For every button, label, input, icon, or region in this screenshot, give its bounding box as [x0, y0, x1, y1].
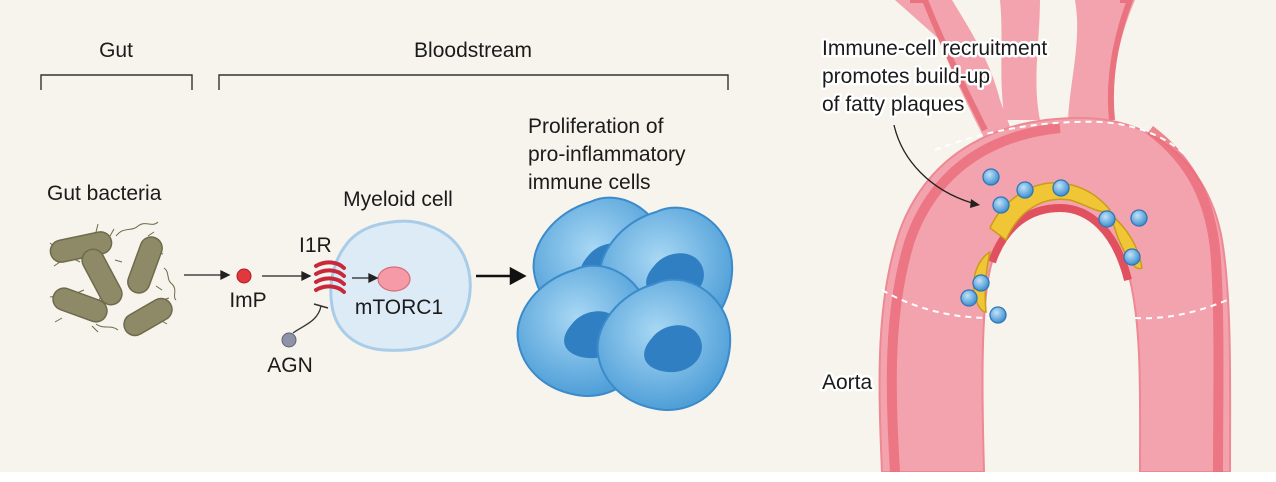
recruitment-label-line1-halo: Immune-cell recruitment	[822, 37, 1047, 60]
agn-inhibition-line	[292, 305, 322, 334]
gut-bacteria-icon	[49, 221, 177, 337]
proliferation-label-line3: immune cells	[528, 171, 651, 194]
recruitment-label-line2-halo: promotes build-up	[822, 65, 990, 88]
recruitment-label: Immune-cell recruitment Immune-cell recr…	[820, 35, 1050, 119]
i1r-label: I1R	[299, 234, 332, 257]
i1r-receptor-icon	[314, 260, 346, 294]
recruitment-label-line1: Immune-cell recruitment	[822, 37, 1047, 60]
plaque-pointer-arrow	[893, 124, 973, 204]
proliferation-label-line1: Proliferation of	[528, 115, 664, 138]
agn-inhibition-bar	[313, 303, 329, 309]
arrow-bacteria-to-imp	[184, 269, 231, 281]
myeloid-cell-label: Myeloid cell	[343, 188, 453, 211]
gut-bracket	[40, 74, 193, 90]
mtorc1-label: mTORC1	[355, 296, 443, 319]
bloodstream-bracket	[218, 74, 729, 90]
aorta-label-halo: Aorta	[822, 371, 873, 394]
gut-bacteria-label: Gut bacteria	[47, 182, 162, 205]
section-gut-label: Gut	[99, 39, 133, 62]
proliferation-label-line2: pro-inflammatory	[528, 143, 686, 166]
diagram-svg: Gut Bloodstream Gut bacteria ImP Myeloid…	[40, 0, 1233, 472]
imp-molecule-icon	[236, 268, 252, 284]
arrow-to-proliferation	[476, 266, 527, 286]
aorta-icon	[878, 0, 1233, 472]
imp-label: ImP	[229, 289, 266, 312]
plaque-pointer-arrowhead	[970, 199, 980, 208]
recruitment-label-line2: promotes build-up	[822, 65, 990, 88]
recruitment-label-line3-halo: of fatty plaques	[822, 93, 964, 116]
aorta-label: Aorta	[822, 371, 873, 394]
figure-canvas: Gut Bloodstream Gut bacteria ImP Myeloid…	[0, 0, 1276, 472]
section-bloodstream-label: Bloodstream	[414, 39, 532, 62]
arrow-imp-to-receptor	[262, 270, 312, 282]
agn-label: AGN	[267, 354, 313, 377]
recruitment-label-line3: of fatty plaques	[822, 93, 964, 116]
immune-cell-cluster-icon	[516, 196, 734, 411]
nucleus-icon	[377, 266, 411, 292]
agn-molecule-icon	[281, 332, 297, 348]
arrow-to-mtorc1	[352, 272, 379, 284]
